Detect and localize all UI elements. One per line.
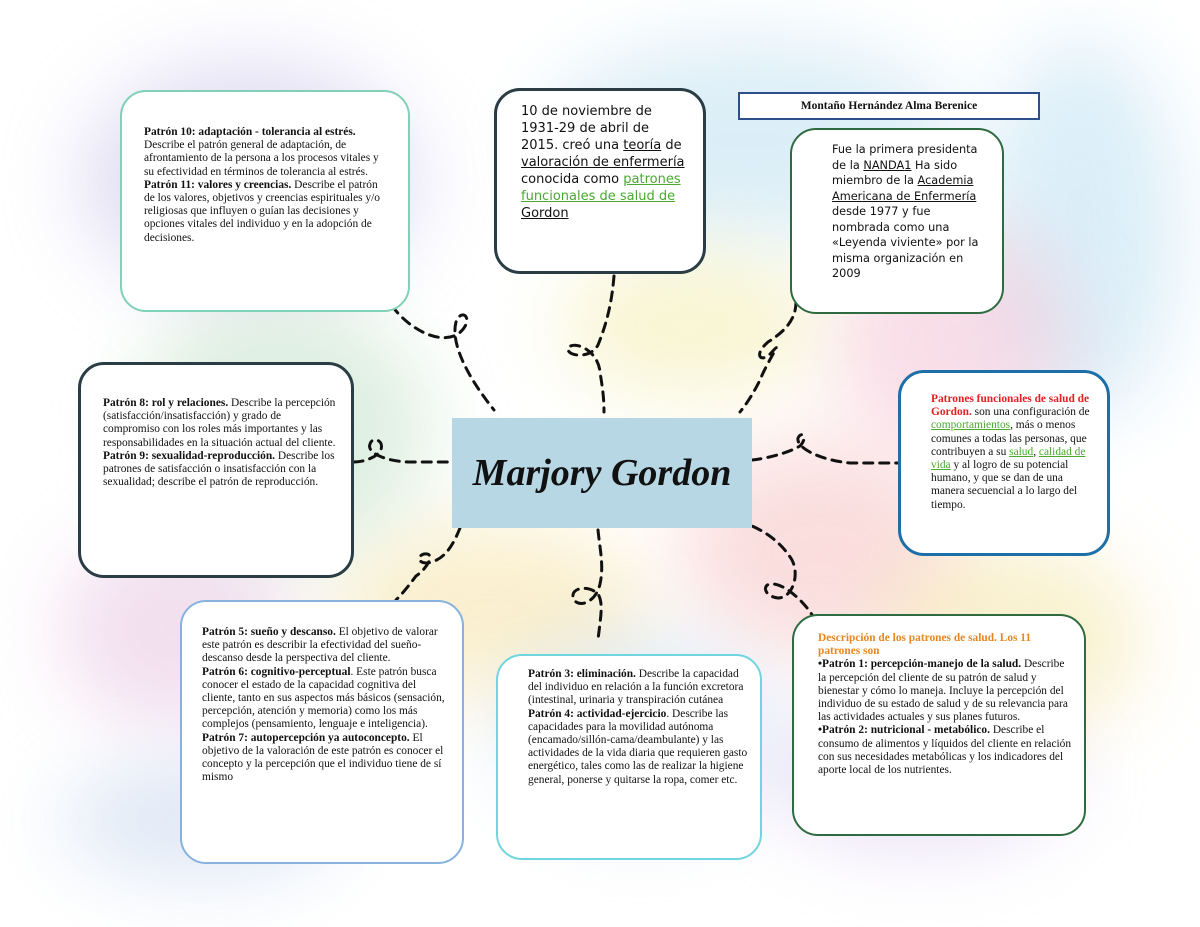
patron-4-title: Patrón 4: actividad-ejercicio xyxy=(528,707,667,720)
connector-left xyxy=(352,438,454,464)
patron-10-title: Patrón 10: adaptación - tolerancia al es… xyxy=(144,126,356,138)
academy-link[interactable]: Academia Americana de Enfermería xyxy=(832,174,977,203)
patron-4-text: . Describe las capacidades para la movil… xyxy=(528,707,748,786)
patron-11-text: Describe el patrón de los valores, objet… xyxy=(144,178,380,244)
connector-top-left xyxy=(390,304,496,412)
nanda-link[interactable]: NANDA xyxy=(863,158,905,172)
patron-10-text: Describe el patrón general de adaptación… xyxy=(144,139,379,178)
box-biography: 10 de noviembre de 1931-29 de abril de 2… xyxy=(494,88,706,274)
box-descripcion-patrones: Descripción de los patrones de salud. Lo… xyxy=(792,614,1086,836)
box-patron-5-6-7: Patrón 5: sueño y descanso. El objetivo … xyxy=(180,600,464,864)
connector-right xyxy=(750,433,902,465)
bio-link-valoracion[interactable]: valoración de enfermería xyxy=(521,155,685,170)
patron-8-title: Patrón 8: rol y relaciones. xyxy=(103,397,229,409)
link-salud[interactable]: salud xyxy=(1009,445,1034,458)
nanda-text-1: Fue la primera presidenta de la xyxy=(832,143,978,172)
connector-bottom-left xyxy=(394,526,462,602)
central-title: Marjory Gordon xyxy=(472,452,732,494)
patron-9-text: Describe los patrones de satisfacción o … xyxy=(103,449,335,489)
descripcion-heading: Descripción de los patrones de salud. Lo… xyxy=(818,632,1032,658)
patron-7-title: Patrón 7: autopercepción ya autoconcepto… xyxy=(202,731,410,744)
connector-bottom-right xyxy=(720,516,816,620)
bio-link-patrones[interactable]: patrones funcionales de salud de xyxy=(521,172,681,204)
def-text-3: , xyxy=(1033,445,1039,458)
patron-2-text: Describe el consumo de alimentos y líqui… xyxy=(818,724,1072,777)
box-definition: Patrones funcionales de salud de Gordon.… xyxy=(898,370,1110,556)
connector-top-center xyxy=(566,274,616,414)
patron-3-title: Patrón 3: eliminación. xyxy=(528,668,636,680)
connector-bottom-center xyxy=(571,528,604,642)
bio-text-2: de xyxy=(661,138,682,153)
patron-3-text: Describe la capacidad del individuo en r… xyxy=(528,668,744,707)
nanda-text-3: desde 1977 y fue nombrada como una «Leye… xyxy=(832,205,979,280)
bio-link-gordon[interactable]: Gordon xyxy=(521,206,569,221)
bio-link-teoria[interactable]: teoría xyxy=(623,138,662,153)
nanda-text-2: Ha sido miembro de la xyxy=(832,158,958,188)
author-name: Montaño Hernández Alma Berenice xyxy=(738,92,1040,120)
watercolor-wash xyxy=(560,250,820,400)
def-text-4: y al logro de su potencial humano, y que… xyxy=(931,459,1078,511)
def-text-2: , más o menos comunes a todas las person… xyxy=(931,419,1087,458)
patron-1-title: •Patrón 1: percepción-manejo de la salud… xyxy=(818,658,1022,671)
patron-9-title: Patrón 9: sexualidad-reproducción. xyxy=(103,449,276,462)
box-patron-8-9: Patrón 8: rol y relaciones. Describe la … xyxy=(78,362,354,578)
def-text-1: son una configuración de xyxy=(971,406,1090,419)
central-node: Marjory Gordon xyxy=(452,418,752,528)
nanda-footnote[interactable]: 1 xyxy=(904,158,912,172)
link-calidad-de-vida[interactable]: calidad de vida xyxy=(931,445,1086,472)
patron-6-text: . Este patrón busca conocer el estado de… xyxy=(202,665,445,731)
bio-text-1: 10 de noviembre de 1931-29 de abril de 2… xyxy=(521,104,652,153)
patron-1-text: Describe la percepción del cliente de su… xyxy=(818,658,1068,724)
bio-text-3: conocida como xyxy=(521,172,624,187)
box-patron-3-4: Patrón 3: eliminación. Describe la capac… xyxy=(496,654,762,860)
patron-5-title: Patrón 5: sueño y descanso. xyxy=(202,626,336,638)
patron-11-title: Patrón 11: valores y creencias. xyxy=(144,178,292,191)
connector-top-right xyxy=(738,300,798,414)
patron-8-text: Describe la percepción (satisfacción/ins… xyxy=(103,397,336,449)
patron-5-text: El objetivo de valorar este patrón es de… xyxy=(202,626,438,665)
patron-7-text: El objetivo de la valoración de este pat… xyxy=(202,731,444,784)
definition-heading: Patrones funcionales de salud de Gordon. xyxy=(931,393,1090,419)
box-patron-10-11: Patrón 10: adaptación - tolerancia al es… xyxy=(120,90,410,312)
patron-2-title: •Patrón 2: nutricional - metabólico. xyxy=(818,724,990,737)
link-comportamientos[interactable]: comportamientos xyxy=(931,419,1011,432)
box-nanda: Fue la primera presidenta de la NANDA1 H… xyxy=(790,128,1004,314)
patron-6-title: Patrón 6: cognitivo-perceptual xyxy=(202,665,351,678)
